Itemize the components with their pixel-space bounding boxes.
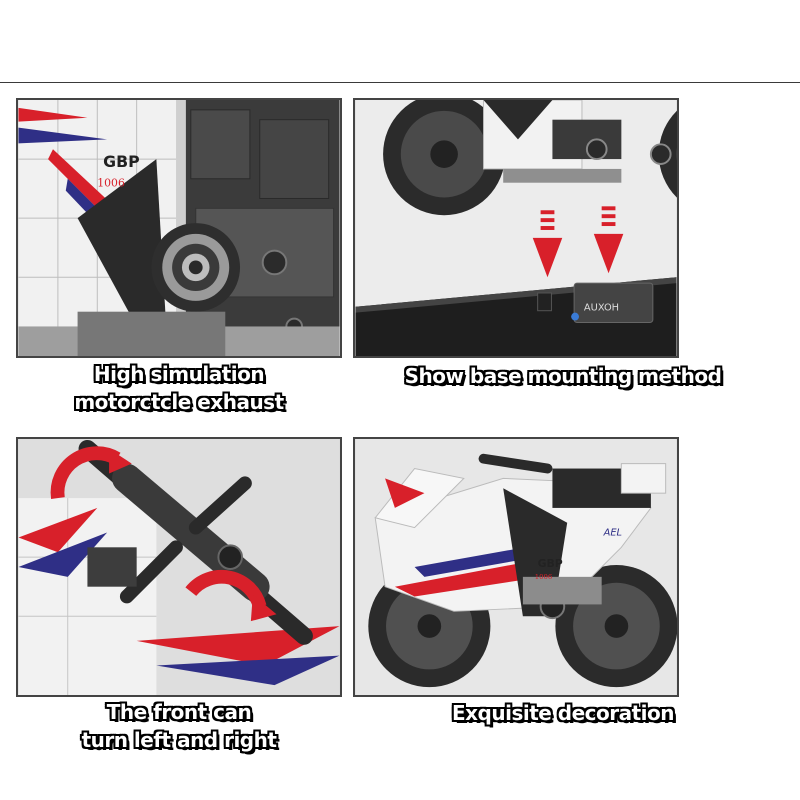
caption-line: High simulation bbox=[93, 362, 265, 386]
caption-line: motorctcle exhaust bbox=[74, 390, 284, 414]
caption-line: Exquisite decoration bbox=[451, 701, 675, 725]
decoration-image: AEL GBP 1006 bbox=[353, 437, 679, 697]
arrow-down-icon bbox=[532, 210, 563, 278]
caption-line: turn left and right bbox=[81, 728, 277, 752]
exhaust-closeup-image: GBP 1006 bbox=[16, 98, 342, 358]
decal-text: GBP bbox=[538, 557, 563, 570]
front-steering-illustration bbox=[18, 439, 340, 695]
caption-front-turn: The front can turn left and right bbox=[16, 698, 342, 754]
caption-exhaust: High simulation motorctcle exhaust bbox=[16, 360, 342, 416]
caption-line: Show base mounting method bbox=[404, 364, 722, 388]
decal-subtext: 1006 bbox=[97, 177, 125, 190]
rotate-arrow-icon bbox=[50, 446, 121, 500]
decoration-illustration: AEL GBP 1006 bbox=[355, 439, 677, 695]
base-logo-text: AUXOH bbox=[584, 303, 619, 314]
caption-base-mounting: Show base mounting method bbox=[353, 362, 773, 390]
top-divider bbox=[0, 82, 800, 83]
rotate-arrow-icon bbox=[185, 569, 267, 609]
caption-line: The front can bbox=[106, 700, 252, 724]
caption-decoration: Exquisite decoration bbox=[353, 699, 773, 727]
arrow-down-icon bbox=[593, 206, 624, 274]
base-mounting-image: AUXOH bbox=[353, 98, 679, 358]
decal-subtext: 1006 bbox=[535, 573, 553, 581]
decal-text: GBP bbox=[103, 152, 139, 171]
exhaust-illustration: GBP 1006 bbox=[18, 100, 340, 356]
front-steering-image bbox=[16, 437, 342, 697]
base-mounting-illustration: AUXOH bbox=[355, 100, 677, 356]
fairing-text: AEL bbox=[603, 527, 622, 538]
